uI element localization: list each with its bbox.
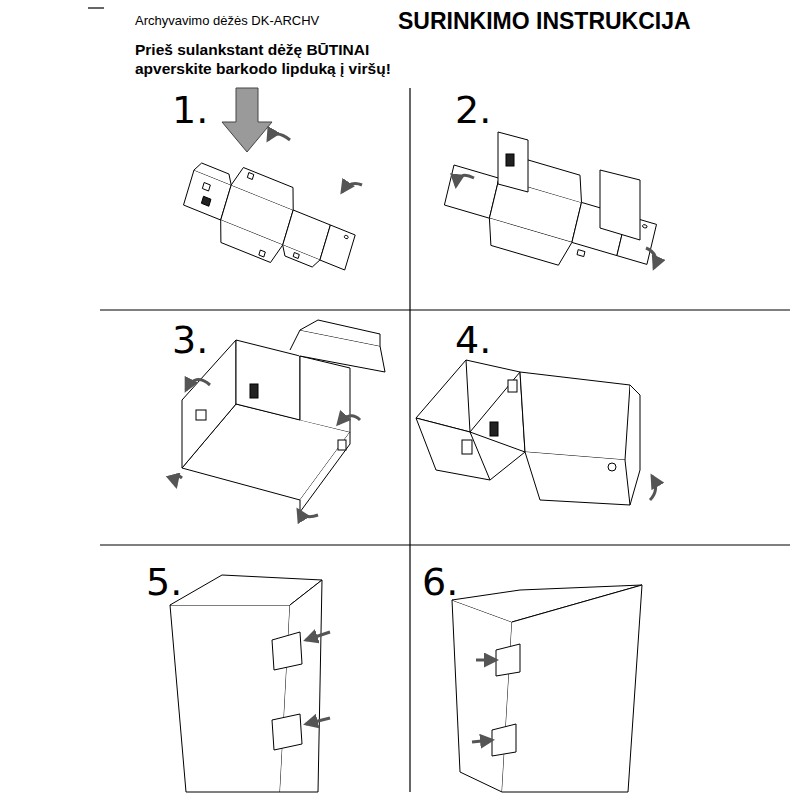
flat-box-net (320, 225, 355, 270)
panel-grid (409, 88, 410, 792)
partly-folded-box (525, 452, 630, 505)
partly-folded-box (630, 385, 640, 505)
product-name: Archyvavimo dėžės DK-ARCHV (135, 13, 395, 28)
flat-box-net (280, 245, 320, 269)
partly-folded-box (300, 320, 380, 346)
partly-folded-box (490, 422, 498, 436)
fold-arrow (646, 248, 656, 268)
partly-folded-box (508, 380, 517, 392)
warning-note: Prieš sulankstant dėžę BŪTINAI apverskit… (135, 40, 435, 78)
partly-folded-box (338, 440, 346, 450)
step-number: 2. (455, 88, 491, 132)
press-arrow (476, 659, 496, 662)
step-number: 4. (455, 318, 491, 362)
partly-folded-box (196, 410, 206, 420)
press-arrow (306, 632, 330, 724)
press-arrow (306, 632, 330, 640)
fold-arrow (338, 416, 360, 424)
flat-box-net (201, 196, 211, 206)
fold-arrow (298, 510, 318, 517)
assembled-box (170, 605, 290, 792)
flat-box-net (259, 250, 265, 257)
fold-arrow (268, 134, 290, 140)
raised-panel (498, 132, 640, 240)
press-arrow (472, 740, 492, 742)
flat-box-net (642, 224, 647, 228)
partly-folded-box (300, 432, 350, 512)
step-number: 1. (172, 88, 208, 132)
flat-box-net (178, 150, 362, 290)
flat-box-net (483, 218, 572, 267)
assembled-box (452, 585, 642, 792)
panel-grid (100, 309, 790, 310)
assembled-box (170, 575, 322, 792)
fold-arrow (175, 380, 360, 517)
flat-box-net (344, 235, 349, 240)
assembled-box (272, 714, 302, 750)
fold-arrow (456, 175, 656, 268)
fold-arrow (650, 476, 656, 500)
flat-box-net (231, 165, 299, 210)
direction-arrow (222, 88, 272, 152)
assembled-box (496, 644, 520, 676)
partly-folded-box (466, 360, 525, 480)
sheet-title: SURINKIMO INSTRUKCIJA (398, 8, 691, 35)
assembled-box (280, 580, 322, 792)
flat-box-net (194, 161, 234, 185)
assembled-box (452, 600, 512, 792)
flat-box-net (202, 183, 210, 192)
press-arrow (306, 718, 330, 724)
fold-arrow (268, 134, 362, 192)
flat-box-net (293, 253, 299, 259)
assembled-box (492, 724, 516, 756)
fold-arrow (456, 175, 474, 186)
press-arrow (472, 660, 496, 742)
step-number: 3. (172, 318, 208, 362)
partly-folded-box (416, 360, 640, 505)
flat-box-net (215, 220, 283, 265)
raised-panel (506, 154, 514, 166)
raised-panel (498, 132, 528, 192)
panel-grid (88, 8, 790, 792)
flat-box-net (577, 250, 585, 257)
flat-box-net (438, 140, 662, 289)
raised-panel (600, 170, 640, 240)
partly-folded-box (250, 384, 258, 398)
fold-arrow (342, 184, 362, 192)
panel-grid (100, 544, 790, 545)
assembled-box (272, 632, 302, 670)
panel-grid (88, 7, 104, 8)
fold-arrow (175, 475, 182, 486)
partly-folded-box (236, 340, 300, 420)
partly-folded-box (182, 320, 385, 512)
assembled-box (502, 585, 642, 792)
flat-box-net (247, 173, 253, 180)
partly-folded-box (520, 372, 630, 460)
step-number: 5. (146, 560, 182, 604)
partly-folded-box (608, 463, 616, 471)
fold-arrow (186, 380, 210, 390)
fold-arrow (650, 476, 656, 500)
partly-folded-box (416, 418, 490, 480)
partly-folded-box (462, 440, 472, 454)
step-number: 6. (422, 560, 458, 604)
direction-arrow (222, 88, 272, 152)
